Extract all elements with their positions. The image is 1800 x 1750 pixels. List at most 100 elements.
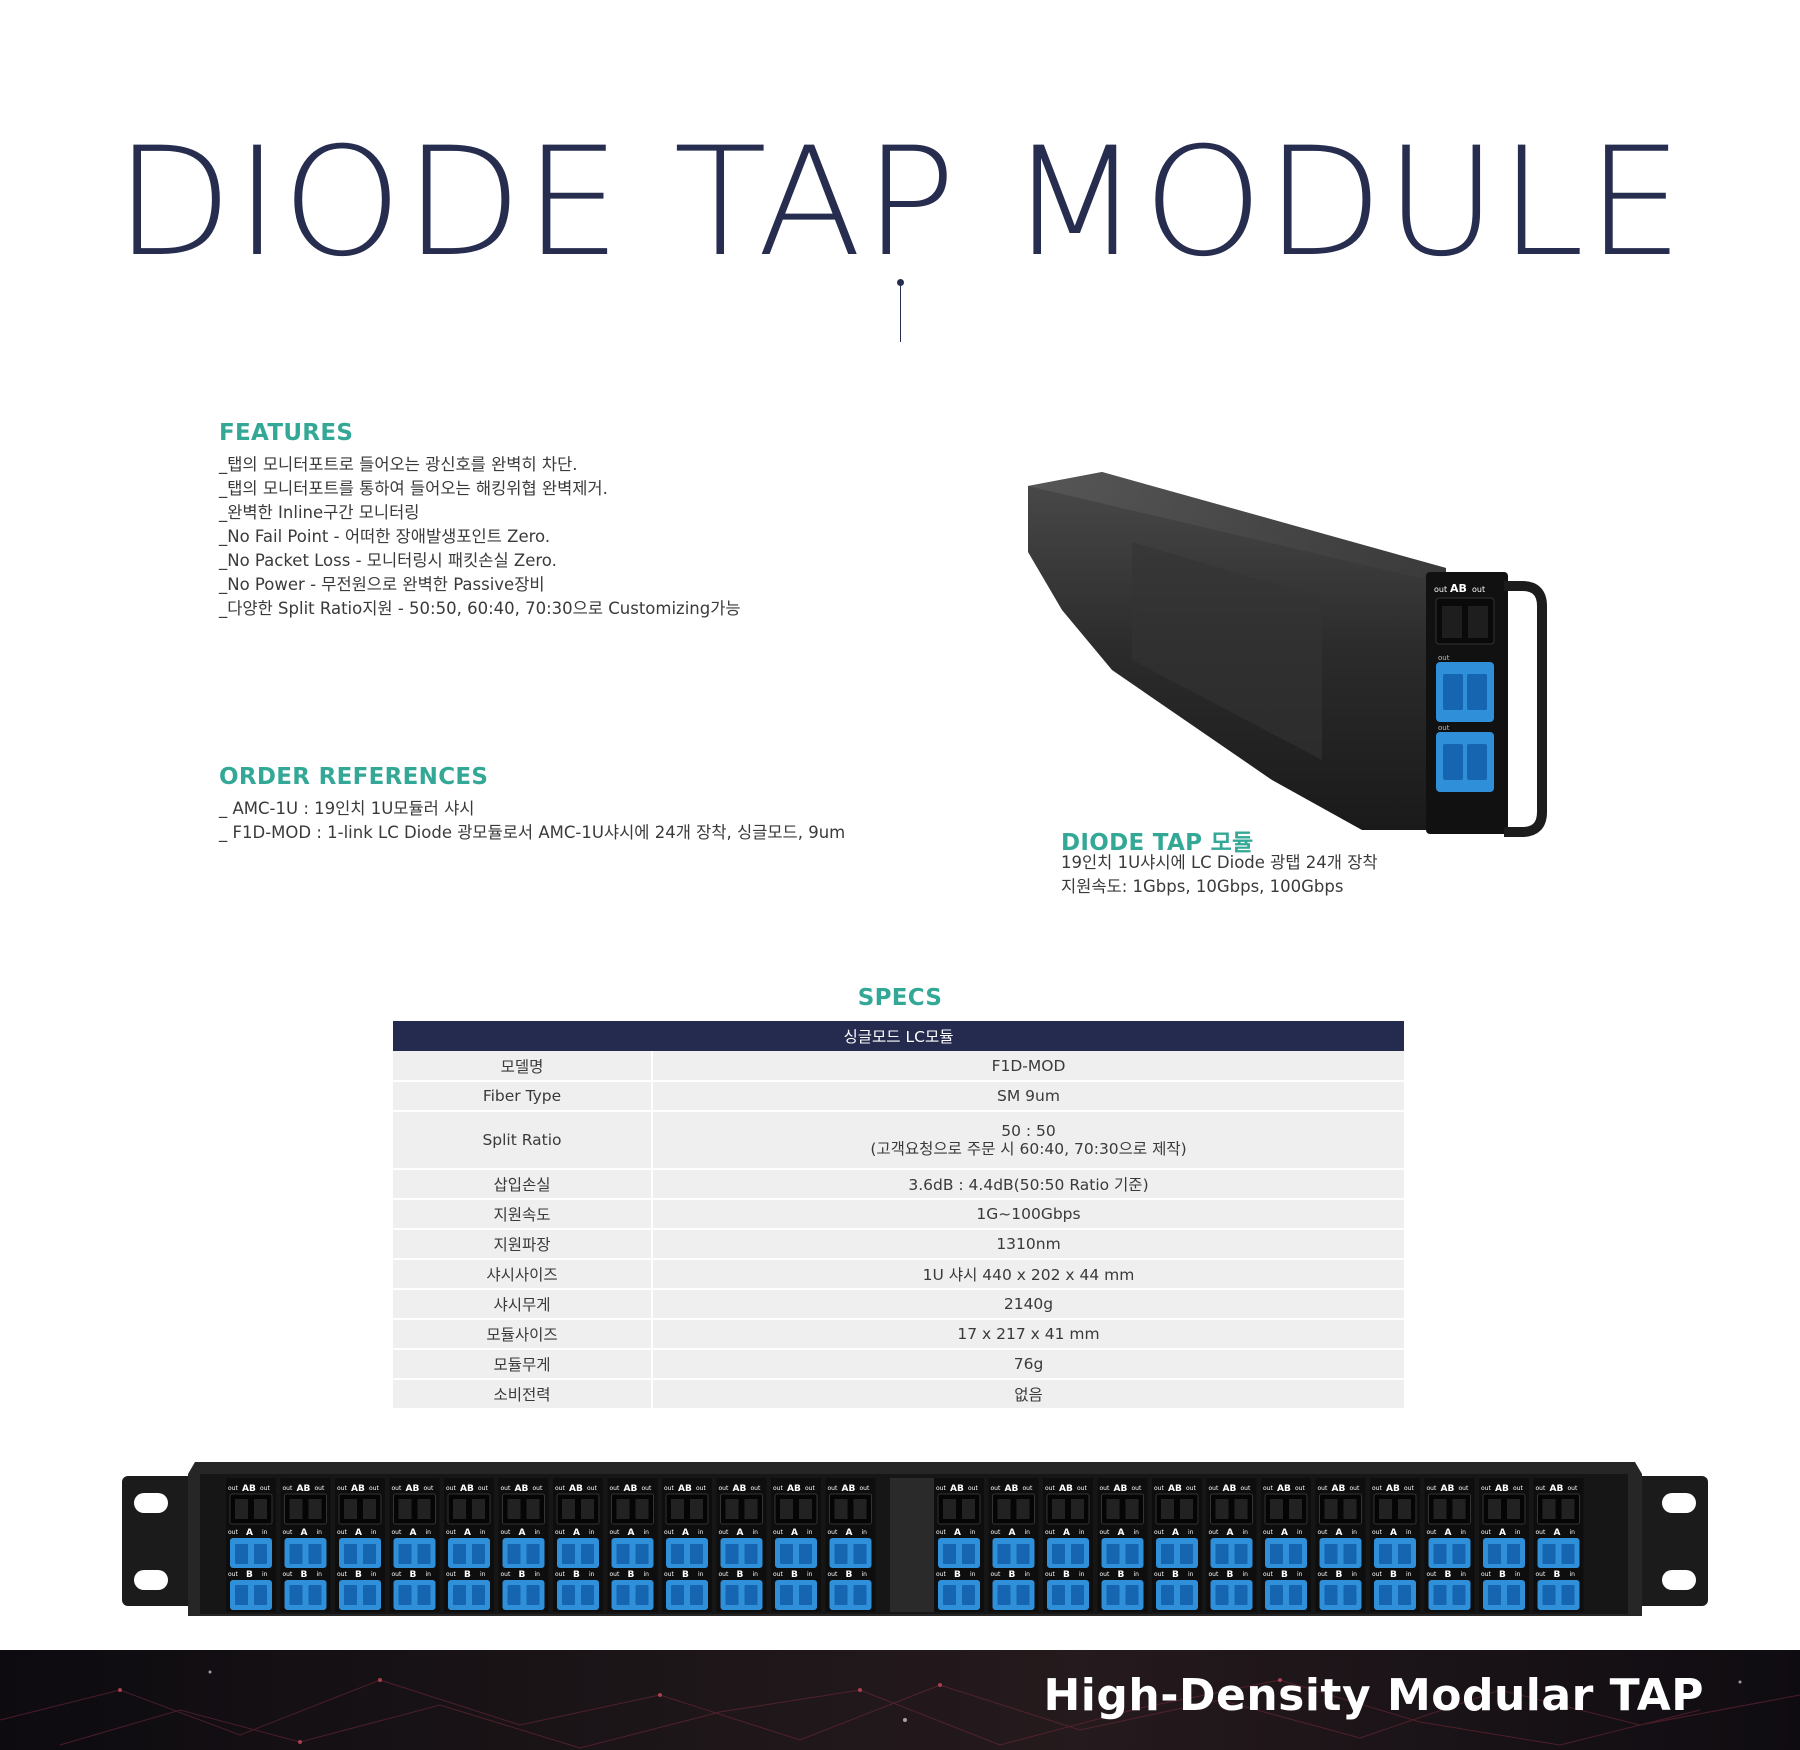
label-out: out [828,1485,838,1492]
rack-ear-hole [1662,1570,1696,1590]
label-in: in [317,1571,323,1578]
label-out: out [1513,1485,1523,1492]
order-item: _ F1D-MOD : 1-link LC Diode 광모듈로서 AMC-1U… [219,823,846,842]
module-label-out: out [1472,585,1485,594]
label-out: out [991,1529,1001,1536]
label-out: out [1536,1571,1546,1578]
ab-port-hole [417,1499,431,1519]
label-in: in [480,1571,486,1578]
label-out: out [719,1485,729,1492]
blue-port-hole [671,1585,684,1605]
label-a: A [301,1528,308,1538]
ab-port-hole [616,1499,630,1519]
label-ab: AB [1441,1484,1455,1494]
spec-value: 1310nm [652,1229,1404,1260]
blue-port-hole [1467,674,1487,710]
blue-port-hole [417,1585,431,1605]
blue-port-hole [1343,1544,1357,1564]
rack-ear-hole [1662,1493,1696,1513]
blue-port-hole [1398,1544,1411,1564]
blue-port-hole [1234,1585,1248,1605]
blue-port-hole [1125,1544,1139,1564]
label-a: A [846,1528,853,1538]
ab-port-hole [1561,1499,1575,1519]
ab-port-hole [1161,1499,1174,1519]
blue-port-hole [1052,1585,1065,1605]
blue-port-hole [308,1544,322,1564]
ab-port-hole [1270,1499,1283,1519]
blue-port-hole [1561,1585,1575,1605]
label-b: B [1172,1570,1179,1580]
label-a: A [1172,1528,1179,1538]
blue-port-hole [1270,1544,1283,1564]
ab-port-hole [834,1499,848,1519]
ab-port-hole [780,1499,793,1519]
label-in: in [807,1529,813,1536]
ab-port-hole [1379,1499,1392,1519]
ab-port-hole [562,1499,575,1519]
label-out: out [719,1529,729,1536]
label-out: out [315,1485,325,1492]
label-in: in [262,1571,268,1578]
label-in: in [371,1529,377,1536]
label-in: in [426,1529,432,1536]
blue-port-hole [289,1585,303,1605]
label-in: in [1461,1571,1467,1578]
label-b: B [355,1570,362,1580]
network-pattern-graphic [0,1670,1800,1749]
label-a: A [682,1528,689,1538]
blue-port-hole [1071,1544,1084,1564]
label-in: in [1134,1529,1140,1536]
label-out: out [228,1571,238,1578]
blue-port-hole [235,1585,248,1605]
blue-port-hole [997,1544,1011,1564]
label-out: out [773,1485,783,1492]
label-out: out [610,1485,620,1492]
ab-port-hole [1507,1499,1520,1519]
label-out: out [1350,1485,1360,1492]
label-in: in [862,1529,868,1536]
blue-port-hole [417,1544,431,1564]
label-out: out [283,1485,293,1492]
label-out: out [392,1485,402,1492]
blue-port-hole [1180,1544,1193,1564]
label-ab: AB [1005,1484,1019,1494]
specs-table-wrapper: 싱글모드 LC모듈 모델명 F1D-MOD Fiber Type SM 9um … [393,1021,1404,1410]
label-ab: AB [624,1484,638,1494]
label-out: out [1023,1485,1033,1492]
table-row: 모듈무게 76g [393,1349,1404,1380]
label-out: out [664,1485,674,1492]
spec-key: 모델명 [393,1051,653,1082]
label-out: out [1263,1485,1273,1492]
blue-port-hole [1215,1544,1229,1564]
ab-port-hole [363,1499,376,1519]
label-out: out [936,1571,946,1578]
label-a: A [519,1528,526,1538]
ab-port-hole [507,1499,521,1519]
table-row: 모델명 F1D-MOD [393,1051,1404,1082]
label-b: B [246,1570,253,1580]
label-in: in [753,1529,759,1536]
label-in: in [480,1529,486,1536]
product-line: 19인치 1U샤시에 LC Diode 광탭 24개 장착 [1061,853,1378,872]
module-label-out: out [1438,724,1450,732]
label-out: out [1045,1571,1055,1578]
specs-heading: SPECS [857,985,943,1011]
label-out: out [501,1485,511,1492]
blue-port-hole [398,1544,412,1564]
label-in: in [589,1571,595,1578]
label-a: A [1118,1528,1125,1538]
blue-port-hole [1324,1544,1338,1564]
blue-port-hole [671,1544,684,1564]
label-a: A [1499,1528,1506,1538]
label-ab: AB [1332,1484,1346,1494]
blue-port-hole [725,1544,739,1564]
label-in: in [1515,1529,1521,1536]
spec-key: 샤시사이즈 [393,1259,653,1290]
title-divider-line [899,284,901,342]
label-ab: AB [1059,1484,1073,1494]
